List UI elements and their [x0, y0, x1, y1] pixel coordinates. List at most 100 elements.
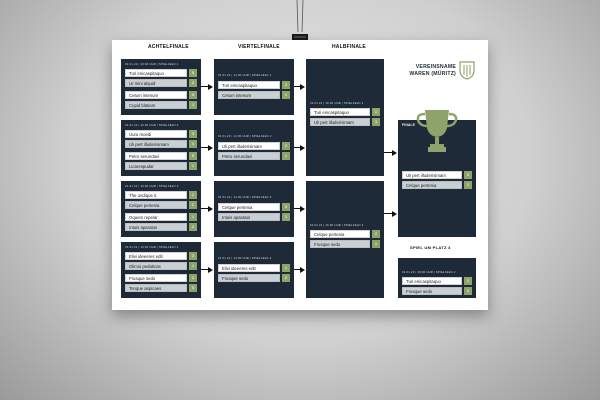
connector-line — [201, 208, 209, 209]
team-name: Turi enicaspitaquo — [218, 81, 280, 89]
match-title: 01.01.21 | 14:00 UHR | SPIELFELD 2 — [218, 134, 272, 138]
club-name: VEREINSNAME WAREN (MÜRITZ) — [400, 64, 456, 78]
match-r16-2: 01.01.21 | 10:00 UHR | SPIELFELD 2 Uuru … — [121, 120, 201, 176]
team-name: Intuis aparatus — [218, 213, 280, 221]
match-title: 01.01.21 | 14:00 UHR | SPIELFELD 1 — [218, 73, 272, 77]
team-score: 2 — [464, 277, 472, 285]
header-viertelfinale: VIERTELFINALE — [238, 44, 280, 50]
connector-line — [294, 147, 301, 148]
connector-line — [201, 147, 209, 148]
team-score: 4 — [189, 140, 197, 148]
team-score: 2 — [189, 201, 197, 209]
team-name: Oquem repelar — [125, 213, 187, 221]
final-label: FINALE — [402, 123, 415, 127]
team-name: Olimio pedaticas — [125, 262, 187, 270]
team-score: 1 — [282, 213, 290, 221]
tournament-poster: ACHTELFINALE VIERTELFINALE HALBFINALE VE… — [112, 40, 488, 310]
team-score: 3 — [282, 81, 290, 89]
team-score: 1 — [189, 191, 197, 199]
team-score: 4 — [189, 223, 197, 231]
team-score: 3 — [372, 118, 380, 126]
team-name: Turi enicaspitaquo — [125, 69, 187, 77]
arrow-icon — [392, 149, 397, 156]
team-score: 2 — [372, 230, 380, 238]
team-name: The undique it — [125, 191, 187, 199]
match-title: 01.01.21 | 10:00 UHR | SPIELFELD 4 — [125, 245, 179, 249]
club-name-line1: VEREINSNAME — [415, 64, 456, 70]
match-r16-1: 01.01.21 | 10:00 UHR | SPIELFELD 1 Turi … — [121, 59, 201, 115]
match-qf-3: 01.01.21 | 14:00 UHR | SPIELFELD 3 Celqu… — [214, 181, 294, 237]
team-score: 3 — [189, 130, 197, 138]
team-name: Celque pertenia — [310, 230, 370, 238]
header-halbfinale: HALBFINALE — [332, 44, 366, 50]
team-score: 1 — [189, 101, 197, 109]
team-name: Turi enicaspitaquo — [402, 277, 462, 285]
team-name: Cetum intenum — [218, 91, 280, 99]
team-score: 1 — [282, 152, 290, 160]
team-name: Frusque sedo — [218, 274, 280, 282]
team-name: Uli pert illuderisimam — [218, 142, 280, 150]
match-title: 01.01.21 | 14:00 UHR | SPIELFELD 3 — [218, 195, 272, 199]
team-name: Celque pertenia — [402, 181, 462, 189]
team-name: Licarespudar — [125, 162, 187, 170]
team-name: Elivi ideeeres edit — [125, 252, 187, 260]
header-achtelfinale: ACHTELFINALE — [148, 44, 189, 50]
team-name: Frusque sedo — [310, 240, 370, 248]
arrow-icon — [300, 205, 305, 212]
team-score: 3 — [464, 287, 472, 295]
team-name: Turi enicaspitaquo — [310, 108, 370, 116]
header-spiel-um-platz-3: SPIEL UM PLATZ 3 — [410, 245, 451, 250]
team-score: 2 — [282, 142, 290, 150]
arrow-icon — [300, 83, 305, 90]
match-sf-1: 01.01.21 | 16:00 UHR | SPIELFELD 1 Turi … — [306, 59, 384, 176]
match-qf-4: 01.01.21 | 14:00 UHR | SPIELFELD 4 Elivi… — [214, 242, 294, 298]
match-qf-1: 01.01.21 | 14:00 UHR | SPIELFELD 1 Turi … — [214, 59, 294, 115]
match-title: 01.01.21 | 10:00 UHR | SPIELFELD 1 — [125, 62, 179, 66]
team-score: 2 — [464, 181, 472, 189]
team-name: Uli pert illuderisimam — [402, 171, 462, 179]
team-score: 1 — [372, 240, 380, 248]
team-score: 2 — [282, 274, 290, 282]
team-name: Uuru moedi — [125, 130, 187, 138]
team-name: Celque pertenia — [125, 201, 187, 209]
team-name: Petro serundavi — [125, 152, 187, 160]
team-score: 1 — [189, 162, 197, 170]
match-title: 01.01.21 | 16:00 UHR | SPIELFELD 1 — [310, 101, 364, 105]
match-title: 01.01.21 | 16:00 UHR | SPIELFELD 2 — [310, 223, 364, 227]
match-title: 01.01.21 | 10:00 UHR | SPIELFELD 3 — [125, 184, 179, 188]
team-score: 3 — [282, 203, 290, 211]
team-score: 3 — [189, 252, 197, 260]
team-name: Frusque sedo — [125, 274, 187, 282]
connector-line — [294, 86, 301, 87]
team-score: 0 — [189, 91, 197, 99]
match-qf-2: 01.01.21 | 14:00 UHR | SPIELFELD 2 Uli p… — [214, 120, 294, 176]
match-title: 01.01.21 | 10:00 UHR | SPIELFELD 2 — [125, 123, 179, 127]
match-r16-4: 01.01.21 | 10:00 UHR | SPIELFELD 4 Elivi… — [121, 242, 201, 298]
connector-line — [294, 269, 301, 270]
arrow-icon — [208, 83, 213, 90]
team-score: 5 — [189, 284, 197, 292]
match-title: 01.01.21 | 14:00 UHR | SPIELFELD 4 — [218, 256, 272, 260]
team-score: 3 — [189, 79, 197, 87]
match-title: 01.01.21 | 18:00 UHR | SPIELFELD 2 — [402, 270, 456, 274]
trophy-icon — [416, 110, 458, 152]
binder-clip-icon — [292, 0, 308, 45]
team-name: Intuis aparatus — [125, 223, 187, 231]
arrow-icon — [208, 144, 213, 151]
team-score: 1 — [282, 264, 290, 272]
arrow-icon — [208, 266, 213, 273]
arrow-icon — [392, 210, 397, 217]
team-score: 1 — [282, 91, 290, 99]
team-score: 3 — [464, 171, 472, 179]
team-name: Frusque sedo — [402, 287, 462, 295]
match-r16-3: 01.01.21 | 10:00 UHR | SPIELFELD 3 The u… — [121, 181, 201, 237]
match-third-place: 01.01.21 | 18:00 UHR | SPIELFELD 2 Turi … — [398, 258, 476, 298]
connector-line — [384, 213, 393, 214]
team-score: 1 — [189, 213, 197, 221]
arrow-icon — [300, 144, 305, 151]
team-score: 1 — [372, 108, 380, 116]
connector-line — [201, 86, 209, 87]
connector-line — [294, 208, 301, 209]
arrow-icon — [208, 205, 213, 212]
